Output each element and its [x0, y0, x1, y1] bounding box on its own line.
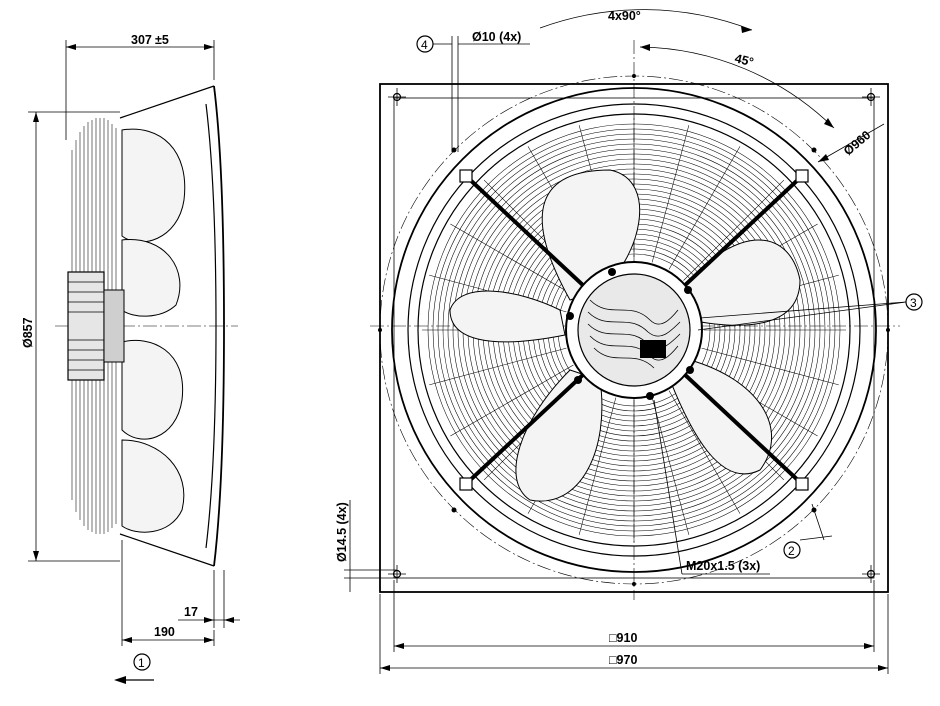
terminal-box	[640, 340, 666, 358]
nozzle-ring-outer	[391, 87, 877, 573]
marker-3-leader-a	[697, 301, 907, 331]
side-flange-outer	[213, 85, 225, 567]
dim-inner-square-label: □910	[609, 631, 637, 645]
side-flange-inner	[205, 103, 217, 549]
marker-2-label: 2	[788, 544, 795, 558]
side-blade-1	[121, 128, 186, 243]
dim-angle-total-label: 4x90°	[608, 9, 641, 23]
side-motor-fins	[68, 281, 104, 371]
marker-3-circle	[905, 293, 923, 311]
nozzle-ring-inner	[417, 113, 851, 547]
dim-17-arrow-r	[224, 617, 234, 623]
front-view: 4x90° 45° Ø960 4 Ø10 (4x) 3 2 M20x1.5 (3…	[335, 9, 923, 674]
marker-3-leader-b	[699, 301, 907, 319]
bolt-circle-holes	[378, 74, 890, 586]
side-blade-2	[121, 239, 181, 317]
dim-outer-square-label: □970	[609, 653, 637, 667]
side-view: 307 ±5 Ø857 17 190 1	[21, 33, 240, 684]
dim-190-arrow-l	[122, 637, 132, 643]
dim-dia-arrow-t	[33, 112, 39, 122]
dim-angle-total-arrow	[741, 26, 752, 33]
motor-hub-pattern	[587, 299, 681, 369]
hub-screws	[566, 268, 694, 400]
dim-angle-half-arc	[639, 46, 835, 129]
dim-dia-arrow-b	[33, 551, 39, 561]
marker-2-leader-a	[811, 503, 825, 541]
marker-1-label: 1	[138, 656, 145, 670]
marker-3-label: 3	[910, 296, 917, 310]
dim-flange-label: 17	[184, 605, 198, 619]
dim-diameter-label: Ø857	[21, 317, 35, 348]
dim-depth-tolerance: ±5	[155, 33, 169, 47]
dim-bolt-circle-arrow	[818, 154, 829, 162]
dim-depth-arrow-l	[66, 44, 76, 50]
dim-corner-hole-label: Ø14.5 (4x)	[335, 502, 349, 562]
dim-thread-label: M20x1.5 (3x)	[686, 559, 760, 573]
side-shroud-bottom	[119, 533, 215, 567]
dim-depth-label: 307	[131, 33, 152, 47]
dim-depth-arrow-r	[204, 44, 214, 50]
dim-angle-total-arc	[539, 9, 753, 31]
dim-970-arrow-r	[878, 665, 888, 671]
dim-angle-half-arrow-l	[640, 44, 650, 51]
side-motor-body	[67, 271, 105, 381]
side-hub	[103, 289, 125, 363]
motor-hub-inner	[577, 273, 691, 387]
dim-angle-half-arrow-r	[824, 118, 834, 128]
dim-thread-leader	[653, 399, 683, 575]
dim-910-arrow-l	[394, 643, 404, 649]
marker-2-leader-b	[799, 535, 833, 541]
corner-holes	[388, 88, 880, 583]
side-blade-3	[121, 339, 184, 440]
side-blade-4	[121, 439, 185, 533]
dim-17-arrow-l	[204, 617, 214, 623]
marker-2-circle	[783, 541, 801, 559]
dim-970-arrow-l	[380, 665, 390, 671]
front-guard-struts	[459, 169, 809, 491]
dim-hole-label: Ø10 (4x)	[472, 30, 521, 44]
dim-910-arrow-r	[864, 643, 874, 649]
dim-angle-half-label: 45°	[733, 51, 755, 69]
dim-190-arrow-r	[204, 637, 214, 643]
dim-bolt-circle-label: Ø960	[841, 128, 873, 158]
nozzle-ring-mid	[407, 103, 861, 557]
dim-bolt-circle-leader	[817, 123, 885, 163]
dim-mount-label: 190	[154, 625, 175, 639]
side-shroud-top	[119, 85, 215, 119]
marker-1-circle	[133, 653, 151, 671]
marker-4-label: 4	[421, 38, 428, 52]
airflow-arrow-icon	[114, 676, 126, 684]
